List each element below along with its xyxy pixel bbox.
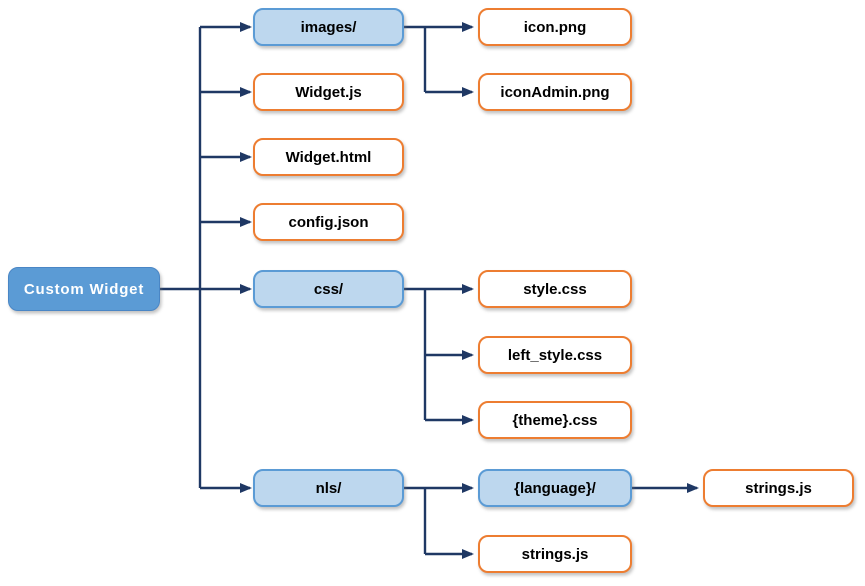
node-label: strings.js	[521, 545, 589, 563]
node-icon-png-file: icon.png	[478, 8, 632, 46]
node-left-style-css-file: left_style.css	[478, 336, 632, 374]
node-widget-js-file: Widget.js	[253, 73, 404, 111]
node-custom-widget-root: Custom Widget	[8, 267, 160, 311]
node-config-json-file: config.json	[253, 203, 404, 241]
node-theme-css-file: {theme}.css	[478, 401, 632, 439]
node-icon-admin-png-file: iconAdmin.png	[478, 73, 632, 111]
node-strings-js-file-nls: strings.js	[478, 535, 632, 573]
node-label: style.css	[523, 280, 587, 298]
node-label: icon.png	[523, 18, 587, 36]
node-label: css/	[313, 280, 344, 298]
node-nls-folder: nls/	[253, 469, 404, 507]
node-label: config.json	[288, 213, 369, 231]
node-label: Widget.js	[295, 83, 362, 101]
node-label: {theme}.css	[512, 411, 598, 429]
node-label: Custom Widget	[23, 280, 145, 298]
node-style-css-file: style.css	[478, 270, 632, 308]
node-strings-js-file-language: strings.js	[703, 469, 854, 507]
node-label: Widget.html	[285, 148, 372, 166]
node-label: left_style.css	[507, 346, 603, 364]
node-label: {language}/	[514, 479, 596, 497]
node-language-folder: {language}/	[478, 469, 632, 507]
node-css-folder: css/	[253, 270, 404, 308]
node-label: iconAdmin.png	[500, 83, 610, 101]
node-label: images/	[300, 18, 357, 36]
node-label: strings.js	[745, 479, 812, 497]
node-images-folder: images/	[253, 8, 404, 46]
node-label: nls/	[315, 479, 342, 497]
node-widget-html-file: Widget.html	[253, 138, 404, 176]
